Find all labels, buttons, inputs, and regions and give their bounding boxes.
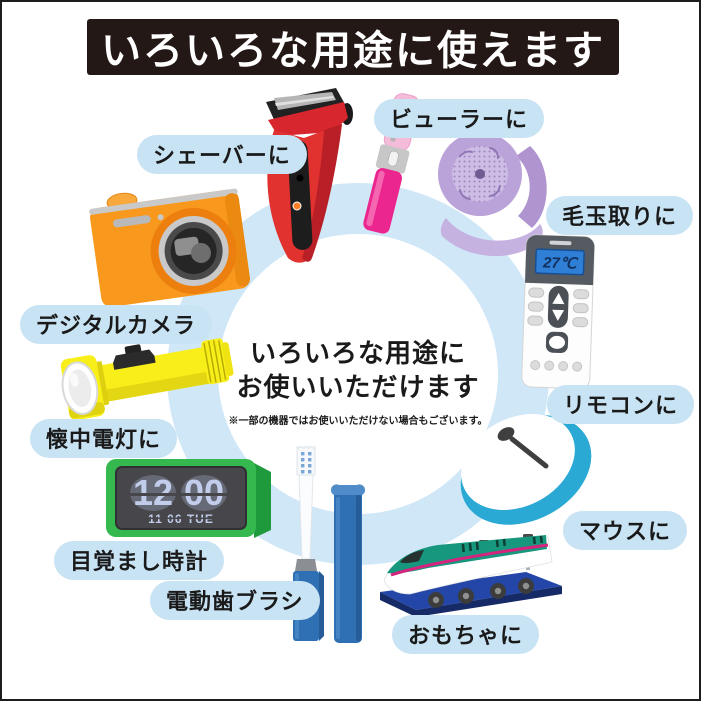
- clock-minute: 00: [184, 472, 224, 513]
- remote-lcd-value: 27℃: [542, 254, 579, 272]
- label-toy: おもちゃに: [392, 615, 540, 654]
- center-disclaimer: ※一部の機器ではお使いいただけない場合もございます。: [228, 415, 488, 427]
- digital-camera-icon: [89, 188, 251, 307]
- center-line2: お使いいただけます: [236, 372, 480, 403]
- lint-remover-icon: [438, 132, 551, 257]
- label-electric-toothbrush: 電動歯ブラシ: [150, 581, 320, 620]
- label-remote-control: リモコンに: [547, 385, 695, 424]
- computer-mouse-icon: [460, 414, 592, 525]
- label-digital-camera: デジタルカメラ: [20, 305, 212, 344]
- label-lint-remover: 毛玉取りに: [546, 196, 694, 235]
- label-eyelash-curler: ビューラーに: [374, 99, 545, 138]
- alarm-clock-icon: 12 00 11 06 TUE: [106, 459, 271, 538]
- label-flashlight: 懐中電灯に: [30, 419, 178, 458]
- page-title: いろいろな用途に使えます: [87, 19, 619, 75]
- toy-shinkansen-icon: [380, 534, 562, 617]
- label-alarm-clock: 目覚まし時計: [54, 541, 225, 580]
- center-line1: いろいろな用途に: [249, 338, 466, 368]
- electric-shaver-icon: [266, 88, 353, 263]
- label-mouse: マウスに: [563, 511, 688, 550]
- flashlight-icon: [60, 338, 234, 421]
- remote-brand-mark: [549, 240, 572, 246]
- remote-control-icon: 27℃: [521, 234, 595, 390]
- label-shaver: シェーバーに: [137, 135, 307, 174]
- center-message: いろいろな用途に お使いいただけます ※一部の機器ではお使いいただけない場合もご…: [208, 336, 508, 427]
- clock-hour: 12: [133, 472, 173, 513]
